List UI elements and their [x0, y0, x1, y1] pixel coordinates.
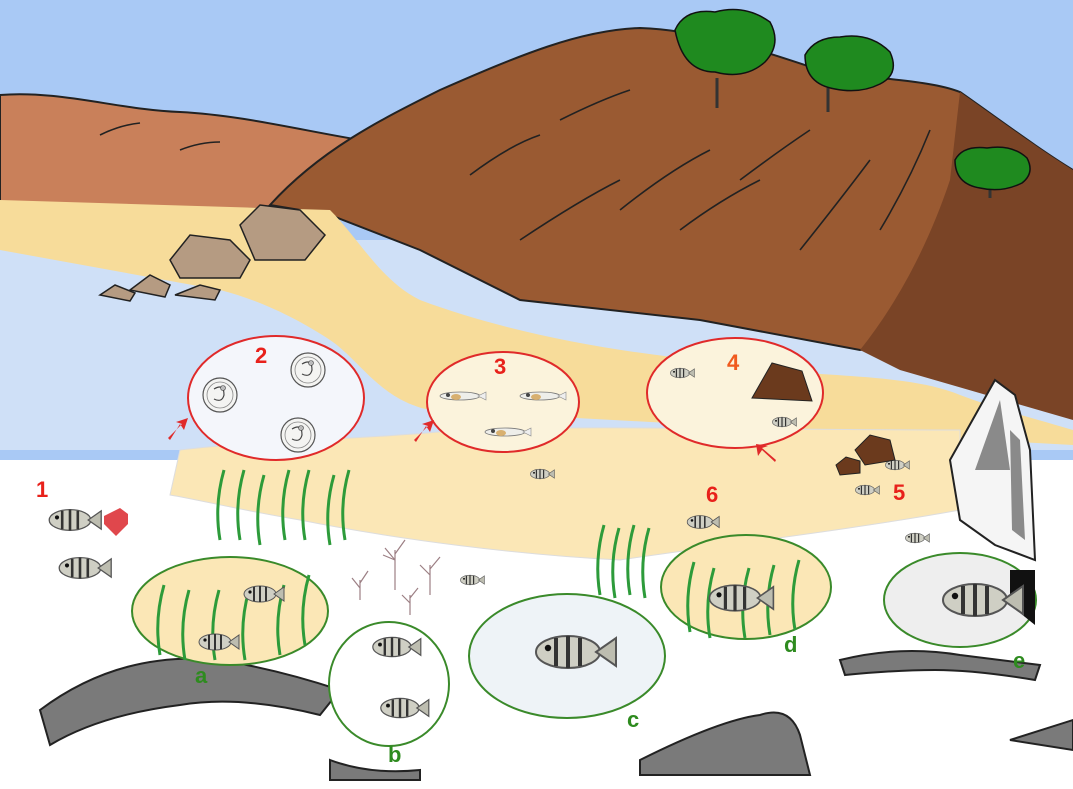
fish-icon: [460, 575, 484, 585]
habitat-label-d: d: [784, 632, 797, 657]
fish-icon: [59, 558, 111, 579]
heart-icon: [104, 508, 128, 536]
stage-label-4: 4: [727, 350, 740, 375]
habitat-label-b: b: [388, 742, 401, 767]
fish-icon: [905, 533, 929, 543]
habitat-label-c: c: [627, 707, 639, 732]
stage-label-1: 1: [36, 477, 48, 502]
habitat-circle-c: [469, 594, 665, 718]
egg-icon: [281, 418, 315, 452]
habitat-circle-b: [329, 622, 449, 746]
stage-circle-2: [188, 336, 364, 460]
fish-icon: [49, 510, 101, 531]
habitat-label-e: e: [1013, 648, 1025, 673]
egg-icon: [203, 378, 237, 412]
stage-label-6: 6: [706, 482, 718, 507]
habitat-circle-e: [884, 553, 1036, 647]
stage-label-5: 5: [893, 480, 905, 505]
stage-label-3: 3: [494, 354, 506, 379]
habitat-label-a: a: [195, 663, 208, 688]
habitat-circle-a: [132, 557, 328, 665]
habitat-circle-d: [661, 535, 831, 639]
coral-icon: [352, 540, 440, 615]
egg-icon: [291, 353, 325, 387]
stage-label-2: 2: [255, 343, 267, 368]
